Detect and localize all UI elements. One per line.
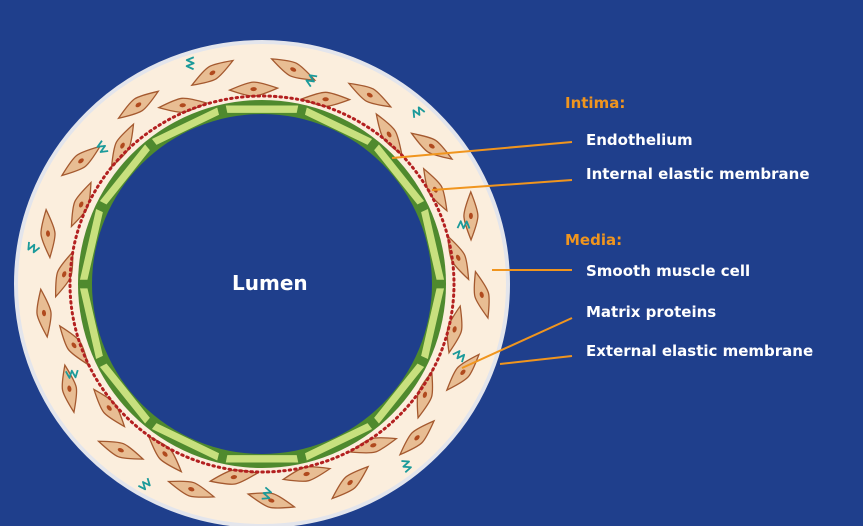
lumen-label: Lumen	[232, 271, 308, 295]
smooth-muscle-cell-label: Smooth muscle cell	[586, 262, 750, 280]
intima-heading: Intima:	[565, 94, 625, 112]
internal-elastic-membrane-label: Internal elastic membrane	[586, 165, 810, 183]
media-heading: Media:	[565, 231, 622, 249]
endothelial-cell	[225, 105, 299, 114]
external-elastic-membrane-leader	[500, 356, 572, 364]
matrix-proteins-label: Matrix proteins	[586, 303, 716, 321]
endothelial-cell	[225, 454, 299, 463]
endothelium-label: Endothelium	[586, 131, 693, 149]
external-elastic-membrane-label: External elastic membrane	[586, 342, 813, 360]
